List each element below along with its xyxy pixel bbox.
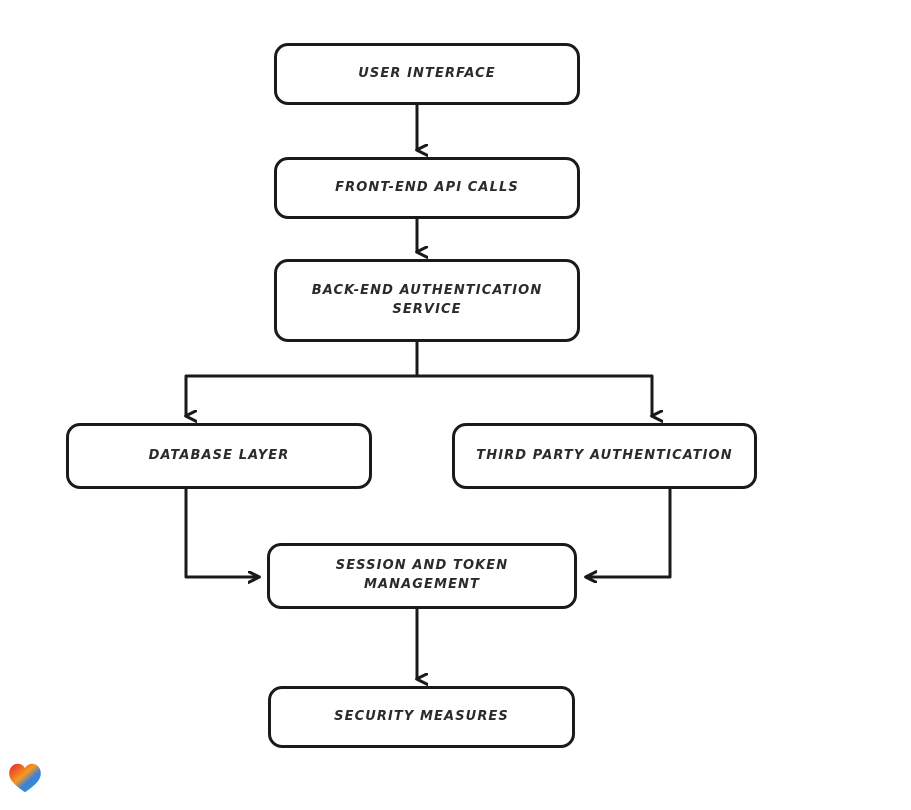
heart-icon (9, 763, 41, 793)
node-user-interface[interactable]: User Interface (274, 43, 580, 105)
node-security-measures[interactable]: Security Measures (268, 686, 575, 748)
node-session-and-token-management-label: Session and Token Management (335, 558, 509, 592)
node-front-end-api-calls[interactable]: Front-End API Calls (274, 157, 580, 219)
node-back-end-authentication-service[interactable]: Back-End Authentication Service (274, 259, 580, 342)
node-user-interface-label: User Interface (358, 65, 496, 81)
node-database-layer[interactable]: Database Layer (66, 423, 372, 489)
edge-thirdparty-to-session (586, 487, 672, 577)
node-back-end-authentication-service-label: Back-End Authentication Service (311, 282, 543, 317)
node-database-layer-label: Database Layer (148, 447, 290, 463)
node-third-party-authentication-label: Third Party Authentication (476, 447, 733, 463)
node-security-measures-label: Security Measures (334, 708, 509, 724)
node-session-and-token-management[interactable]: Session and Token Management (267, 543, 577, 609)
edge-backend-split-bus (184, 340, 654, 378)
node-third-party-authentication[interactable]: Third Party Authentication (452, 423, 757, 489)
node-front-end-api-calls-label: Front-End API Calls (335, 179, 519, 195)
edge-database-to-session (184, 487, 259, 577)
